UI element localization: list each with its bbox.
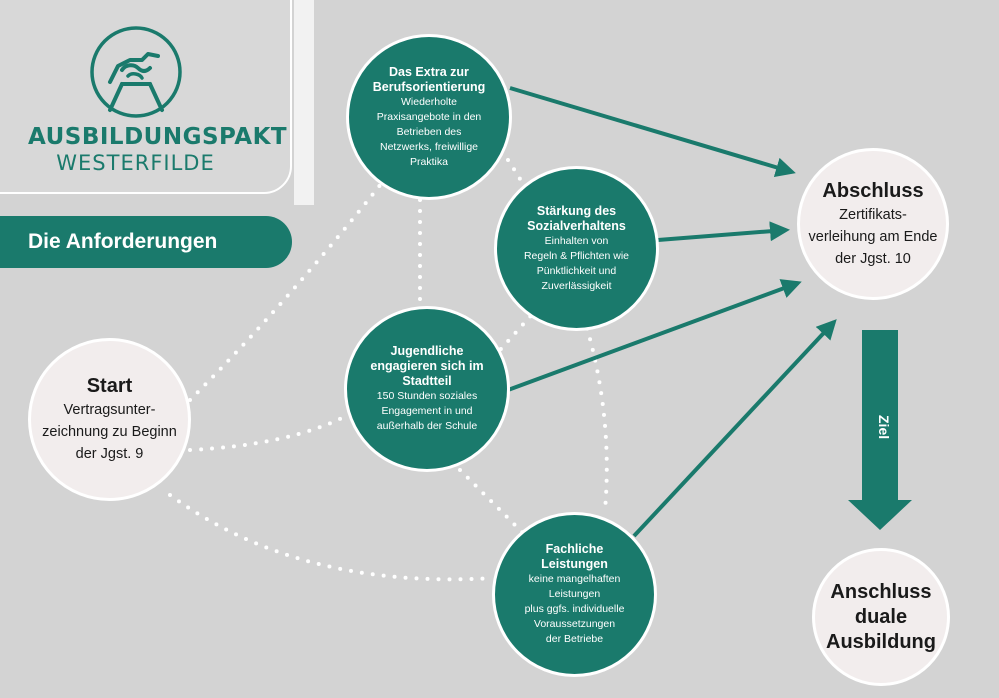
dotted-link-start-extra — [188, 168, 394, 402]
node-berufsorientierung-desc: Wiederholte Praxisangebote in den Betrie… — [376, 95, 482, 168]
arrow-tech-end — [632, 319, 837, 538]
logo-card — [0, 0, 292, 194]
brand-title: AUSBILDUNGSPAKT — [28, 124, 288, 150]
handshake-icon — [90, 26, 182, 118]
node-sozialverhalten: Stärkung des Sozialverhaltens Einhalten … — [494, 166, 659, 331]
node-abschluss: Abschluss Zertifikats- verleihung am End… — [797, 148, 949, 300]
node-sozialverhalten-desc: Einhalten von Regeln & Pflichten wie Pün… — [523, 234, 630, 292]
arrow-extra-end — [509, 86, 796, 178]
arrow-social-end — [657, 221, 790, 242]
brand-subtitle: WESTERFILDE — [56, 151, 215, 175]
goal-arrow-label: Ziel — [876, 415, 892, 440]
node-stadtteil-engagement: Jugendliche engagieren sich im Stadtteil… — [344, 306, 510, 472]
node-fachliche-leistungen-desc: keine mangelhaften Leistungen plus ggfs.… — [524, 573, 625, 645]
section-heading: Die Anforderungen — [0, 216, 292, 268]
node-start: Start Vertragsunter- zeichnung zu Beginn… — [28, 338, 191, 501]
node-abschluss-desc: Zertifikats- verleihung am Ende der Jgst… — [808, 206, 938, 267]
node-stadtteil-engagement-desc: 150 Stunden soziales Engagement in und a… — [376, 390, 478, 432]
node-start-title: Start — [86, 375, 133, 397]
node-berufsorientierung: Das Extra zur Berufsorientierung Wiederh… — [346, 34, 512, 200]
arrow-youth-end — [507, 279, 802, 392]
node-berufsorientierung-title: Das Extra zur Berufsorientierung — [372, 64, 486, 94]
dotted-link-start-youth — [188, 413, 350, 452]
node-sozialverhalten-title: Stärkung des Sozialverhaltens — [527, 203, 626, 233]
node-fachliche-leistungen-title: Fachliche Leistungen — [541, 542, 608, 571]
node-anschluss: Anschluss duale Ausbildung — [812, 548, 950, 686]
goal-arrow — [848, 330, 912, 530]
dotted-link-start-tech — [168, 493, 495, 582]
node-abschluss-title: Abschluss — [822, 179, 924, 202]
dotted-link-youth-tech — [458, 468, 527, 537]
node-stadtteil-engagement-title: Jugendliche engagieren sich im Stadtteil — [370, 344, 484, 388]
node-anschluss-title: Anschluss duale Ausbildung — [826, 580, 936, 653]
node-fachliche-leistungen: Fachliche Leistungen keine mangelhaften … — [492, 512, 657, 677]
node-start-desc: Vertragsunter- zeichnung zu Beginn der J… — [42, 402, 177, 462]
divider-strip — [294, 0, 314, 205]
